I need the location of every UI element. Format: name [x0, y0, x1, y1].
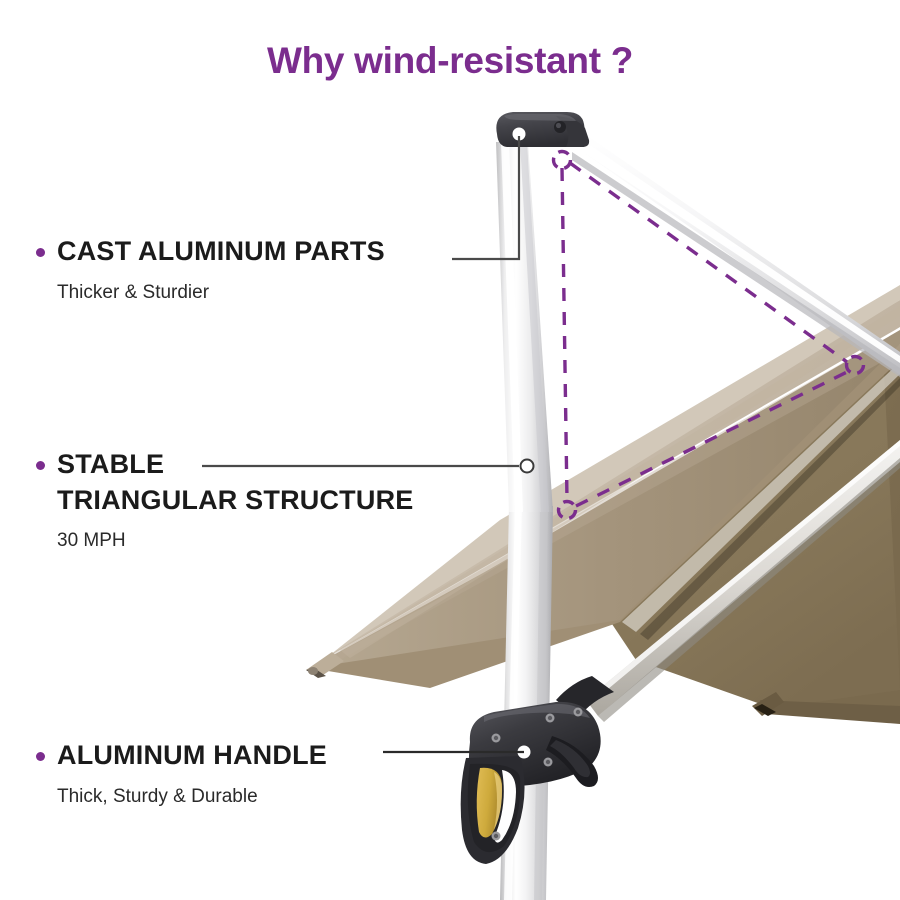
callout-subtitle: 30 MPH — [57, 530, 126, 552]
callout-aluminum-handle: ALUMINUM HANDLE Thick, Sturdy & Durable — [36, 738, 327, 809]
callout-head: STABLE TRIANGULAR STRUCTURE — [36, 447, 413, 518]
callout-head: CAST ALUMINUM PARTS — [36, 234, 385, 270]
canopy-support-rib — [586, 440, 900, 722]
upper-aluminum-pole — [496, 142, 553, 512]
purple-dashed-triangle — [551, 149, 866, 521]
callout-subtitle: Thicker & Sturdier — [57, 281, 210, 303]
callout-title-lines: STABLE TRIANGULAR STRUCTURE — [57, 447, 413, 518]
callout-title-line-1: STABLE — [57, 449, 165, 479]
bullet-dot-icon — [36, 248, 45, 257]
aluminum-crank-handle — [460, 676, 614, 864]
bullet-dot-icon — [36, 752, 45, 761]
top-cast-aluminum-joint — [496, 112, 590, 147]
handle-screws — [491, 707, 583, 841]
bullet-dot-icon — [36, 461, 45, 470]
callout-stable-triangular-structure: STABLE TRIANGULAR STRUCTURE 30 MPH — [36, 447, 413, 554]
callout-head: ALUMINUM HANDLE — [36, 738, 327, 774]
diagonal-support-arm — [566, 132, 900, 377]
callout-cast-aluminum-parts: CAST ALUMINUM PARTS Thicker & Sturdier — [36, 234, 385, 305]
callout-subtitle: Thick, Sturdy & Durable — [57, 785, 258, 807]
callout-title: ALUMINUM HANDLE — [57, 740, 327, 770]
callout-title-line-2: TRIANGULAR STRUCTURE — [57, 484, 414, 515]
page-title: Why wind-resistant ? — [266, 40, 634, 81]
callout-title: CAST ALUMINUM PARTS — [57, 236, 385, 266]
